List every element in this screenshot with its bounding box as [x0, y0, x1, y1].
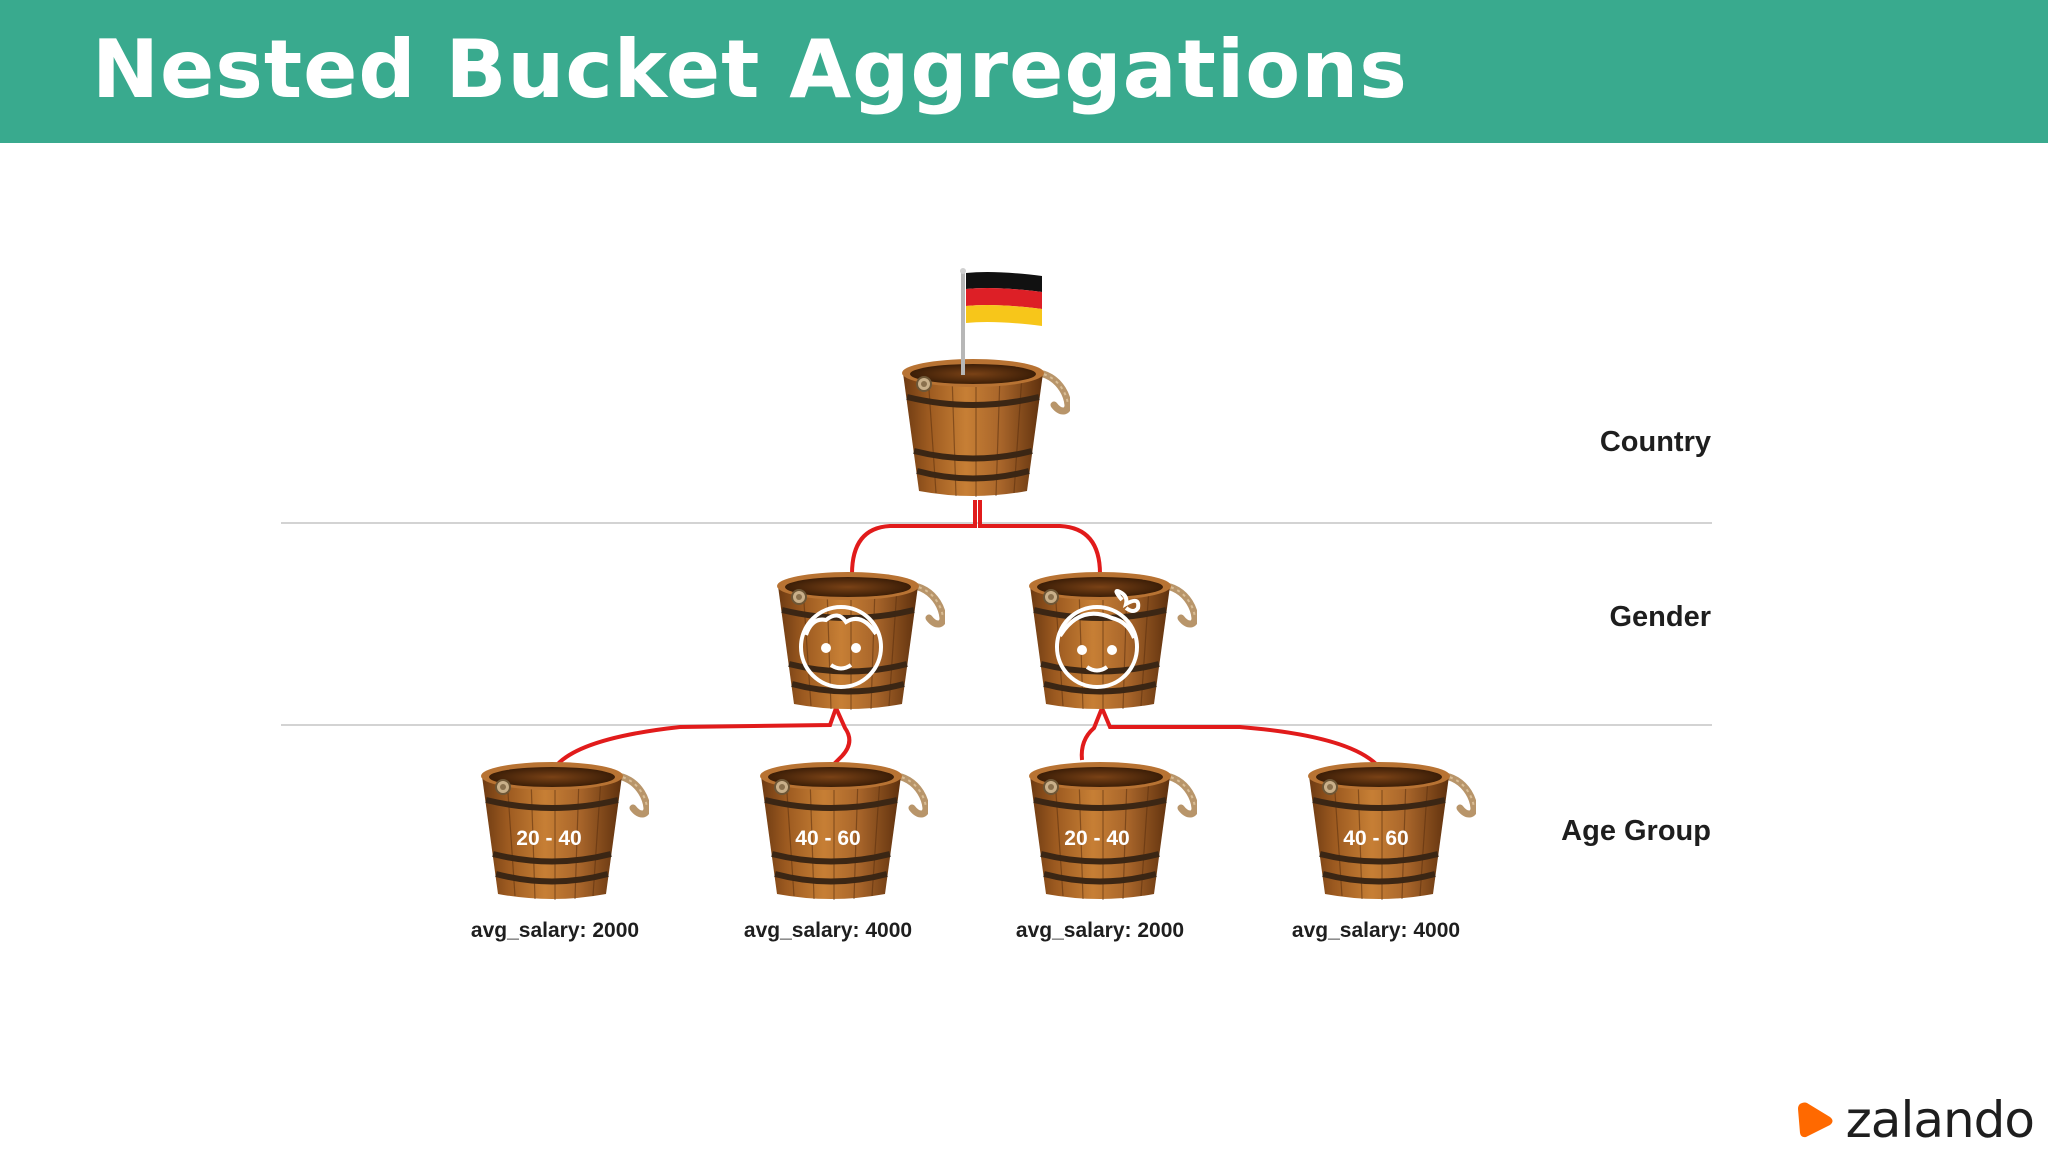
level-label-country: Country — [1599, 426, 1711, 458]
connector-boy-to-age-2 — [832, 707, 852, 766]
level-label-age-group: Age Group — [1561, 815, 1711, 847]
salary-label: avg_salary: 4000 — [1291, 919, 1461, 942]
connector-girl-to-age-3 — [1079, 707, 1104, 761]
connector-root-to-girl — [978, 500, 1102, 575]
gender-bucket-boy — [777, 572, 943, 710]
zalando-logo-icon — [1797, 1102, 1833, 1138]
level-label-gender: Gender — [1609, 601, 1711, 633]
age-bucket-4: 40 - 60 — [1308, 762, 1474, 900]
gender-bucket-girl — [1029, 572, 1195, 710]
age-bucket-3: 20 - 40 — [1029, 762, 1195, 900]
age-bucket-2: 40 - 60 — [760, 762, 926, 900]
age-range-label: 20 - 40 — [516, 827, 581, 850]
age-range-label: 40 - 60 — [1343, 827, 1408, 850]
tree-connectors — [554, 500, 1380, 768]
logo-text: zalando — [1845, 1091, 2035, 1149]
slide-title: Nested Bucket Aggregations — [92, 23, 1408, 116]
age-range-label: 40 - 60 — [795, 827, 860, 850]
salary-label: avg_salary: 2000 — [1015, 919, 1185, 942]
connector-root-to-boy — [850, 500, 977, 575]
age-range-label: 20 - 40 — [1064, 827, 1129, 850]
age-bucket-1: 20 - 40 — [481, 762, 647, 900]
connector-boy-to-age-1 — [554, 707, 838, 768]
country-bucket — [902, 268, 1068, 497]
zalando-logo: zalando — [1796, 1090, 2035, 1150]
connector-girl-to-age-4 — [1100, 707, 1380, 768]
germany-flag-icon — [960, 268, 1042, 375]
boy-face-icon — [799, 605, 883, 689]
salary-label: avg_salary: 4000 — [743, 919, 913, 942]
salary-label: avg_salary: 2000 — [470, 919, 640, 942]
girl-face-icon — [1055, 589, 1141, 689]
title-bar: Nested Bucket Aggregations — [0, 0, 2048, 143]
